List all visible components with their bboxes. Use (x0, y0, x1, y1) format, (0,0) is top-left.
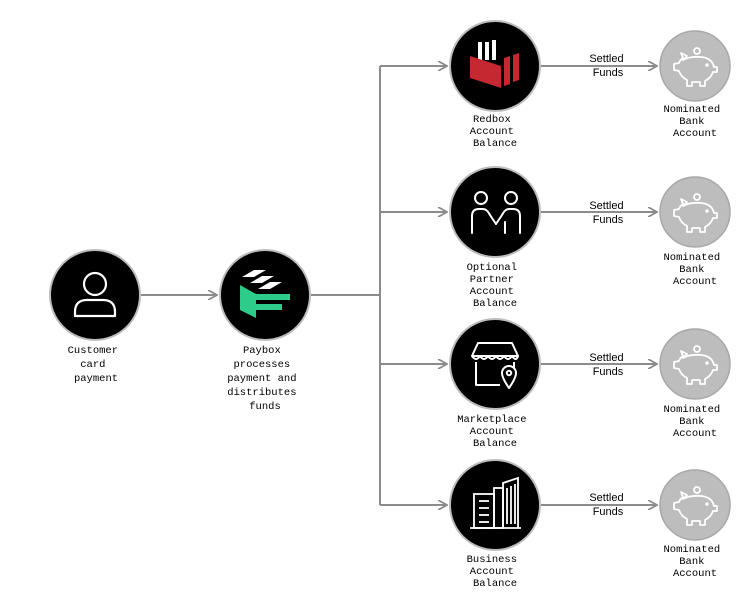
redbox-account-node: Redbox Account Balance (449, 20, 541, 150)
settled-funds-labels: Settled Funds Settled Funds Settled Fund… (589, 53, 626, 518)
redbox-logo-icon (470, 40, 519, 88)
marketplace-label-line: Balance (473, 438, 517, 450)
bank-node (659, 469, 731, 541)
connectors (141, 66, 656, 505)
piggy-bank-icon (673, 486, 718, 526)
redbox-label-line: Redbox (473, 114, 511, 126)
bank-nodes: Nominated Bank Account Nominated Bank Ac… (659, 30, 731, 580)
partner-label-line: Balance (473, 298, 517, 310)
paybox-logo-icon (240, 270, 290, 318)
partner-account-label: Optional Partner Account Balance (467, 262, 524, 310)
storefront-icon (471, 342, 519, 389)
customer-label-line: payment (74, 373, 118, 385)
marketplace-account-node: Marketplace Account Balance (449, 318, 541, 450)
customer-label: Customer card payment (68, 345, 125, 385)
paybox-label-line: processes (233, 359, 290, 371)
bank-node (659, 176, 731, 248)
paybox-label-line: Paybox (243, 345, 281, 357)
redbox-label-line: Balance (473, 138, 517, 150)
marketplace-label-line: Account (470, 426, 514, 438)
business-label-line: Account (470, 566, 514, 578)
office-building-icon (470, 476, 521, 529)
customer-label-line: card (80, 359, 105, 371)
marketplace-label-line: Marketplace (457, 414, 526, 426)
paybox-label: Paybox processes payment and distributes… (227, 345, 303, 413)
partner-label-line: Account (470, 286, 514, 298)
bank-label: Nominated Bank Account (663, 404, 726, 440)
bank-label: Nominated Bank Account (663, 544, 726, 580)
marketplace-account-label: Marketplace Account Balance (457, 414, 533, 450)
business-label-line: Business (467, 554, 517, 566)
bank-label: Nominated Bank Account (663, 252, 726, 288)
paybox-label-line: funds (249, 401, 281, 413)
customer-label-line: Customer (68, 345, 118, 357)
redbox-account-label: Redbox Account Balance (470, 114, 520, 150)
bank-node (659, 30, 731, 102)
business-account-node: Business Account Balance (449, 459, 541, 590)
redbox-label-line: Account (470, 126, 514, 138)
paybox-label-line: payment and (227, 373, 296, 385)
settled-funds-label: Settled Funds (589, 352, 626, 378)
bank-label: Nominated Bank Account (663, 104, 726, 140)
handshake-people-icon (471, 191, 521, 234)
customer-node: Customer card payment (49, 249, 141, 385)
piggy-bank-icon (673, 345, 718, 385)
paybox-node: Paybox processes payment and distributes… (219, 249, 311, 413)
partner-account-node: Optional Partner Account Balance (449, 166, 541, 310)
partner-label-line: Partner (470, 274, 514, 286)
business-label-line: Balance (473, 578, 517, 590)
partner-label-line: Optional (467, 262, 517, 274)
bank-node (659, 328, 731, 400)
piggy-bank-icon (673, 47, 718, 87)
settled-funds-label: Settled Funds (589, 200, 626, 226)
piggy-bank-icon (673, 193, 718, 233)
paybox-label-line: distributes (227, 387, 296, 399)
business-account-label: Business Account Balance (467, 554, 524, 590)
settled-funds-label: Settled Funds (589, 492, 626, 518)
settled-funds-label: Settled Funds (589, 53, 626, 79)
user-icon (73, 271, 117, 318)
